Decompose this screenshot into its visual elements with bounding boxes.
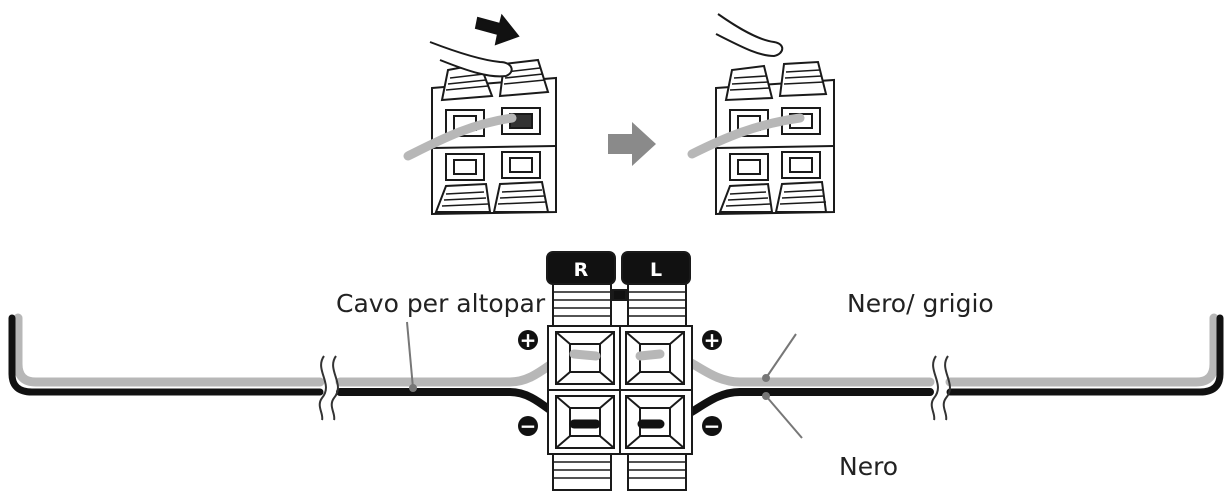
plus-sign-right: + <box>704 328 721 352</box>
plus-sign-left: + <box>520 328 537 352</box>
terminal-label-l: L <box>650 259 662 281</box>
black-grey-label: Nero/ grigio <box>847 289 994 318</box>
cable-break-marks <box>318 355 951 421</box>
terminal-label-r: R <box>574 259 589 281</box>
left-speaker-cable <box>8 313 585 428</box>
wire-ends <box>569 349 665 429</box>
right-speaker-cable <box>651 313 1224 428</box>
speaker-terminal-block <box>546 251 693 491</box>
minus-sign-left: − <box>520 414 537 438</box>
leader-lines <box>406 321 803 439</box>
black-label: Nero <box>839 452 899 481</box>
step2-terminal-illustration <box>687 13 835 216</box>
step-arrow <box>608 122 656 166</box>
minus-sign-right: − <box>704 414 721 438</box>
polarity-markers: + + − − <box>518 328 722 438</box>
speaker-cable-label: Cavo per altopar <box>336 289 546 318</box>
step1-terminal-illustration <box>403 13 557 216</box>
